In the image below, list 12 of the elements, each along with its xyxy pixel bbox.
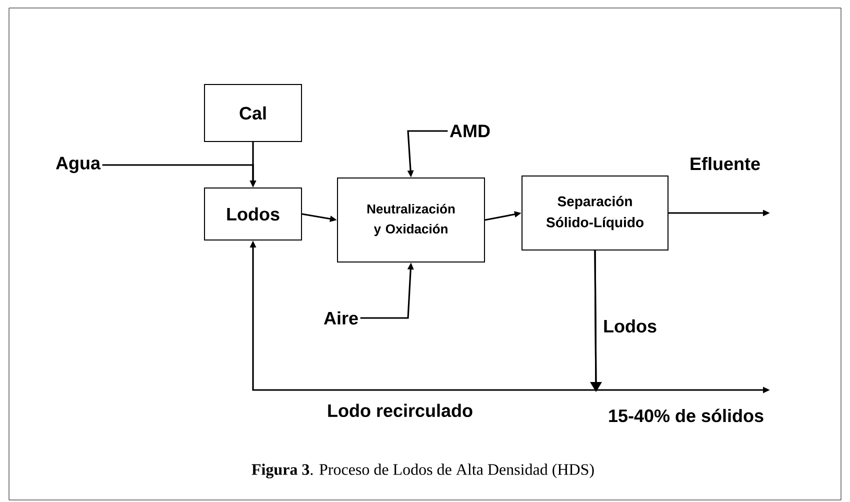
process-box: Lodos	[204, 188, 302, 240]
process-box: Neutralización y Oxidación	[337, 178, 485, 262]
edge-label: 15-40% de sólidos	[609, 408, 764, 422]
process-box: Cal	[204, 84, 302, 142]
stream-label: Lodos	[604, 319, 656, 333]
edge-label: Efluente	[690, 156, 760, 170]
process-box: Separación Sólido-Líquido	[522, 176, 668, 250]
input-label: AMD	[450, 124, 490, 138]
caption: Figura 3. Proceso de Lodos de Alta Densidad (HDS)	[252, 464, 594, 478]
edge-label: Lodo recirculado	[328, 404, 472, 417]
input-label: Agua	[56, 156, 101, 174]
input-label: Aire	[324, 311, 358, 325]
